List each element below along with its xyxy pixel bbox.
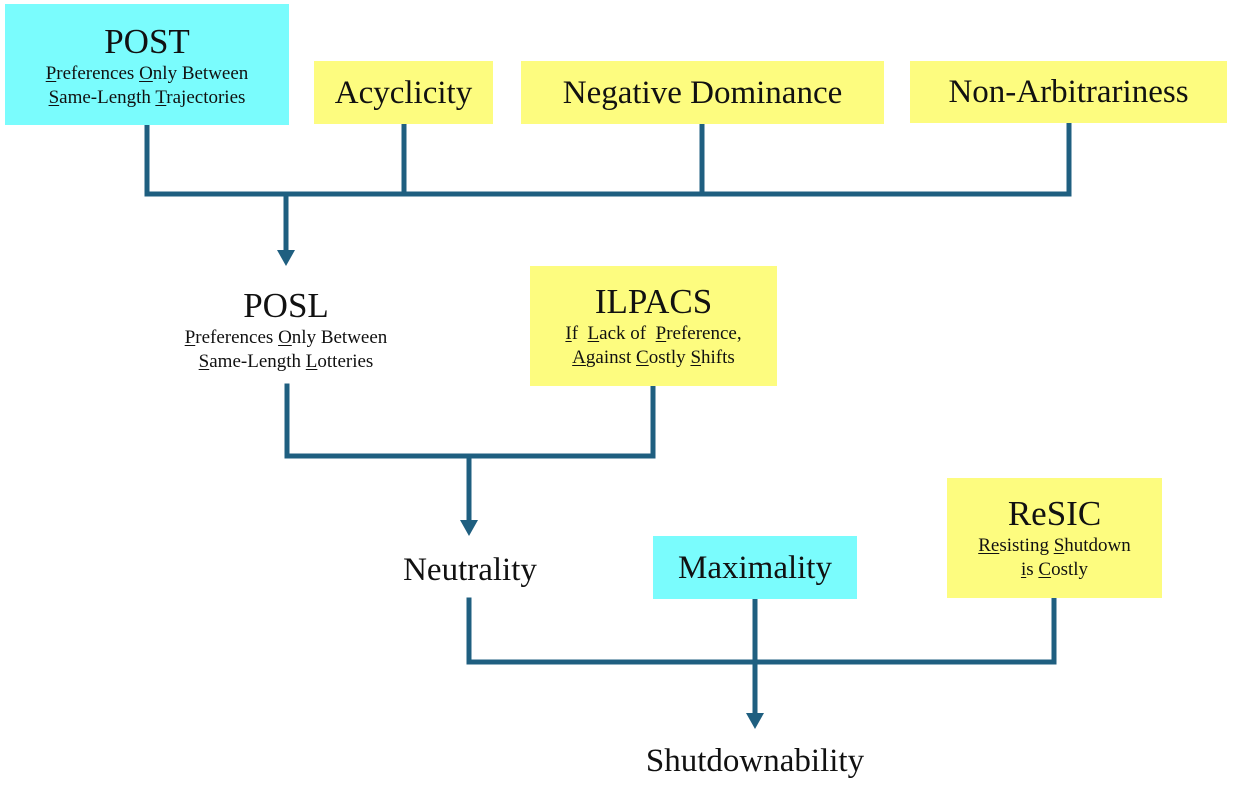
subtitle-line: If Lack of Preference, — [565, 323, 742, 344]
edge-arrow-to-posl-head — [277, 250, 295, 266]
node-acyclicity: Acyclicity — [314, 61, 493, 124]
node-neutrality-title: Neutrality — [403, 552, 537, 588]
subtitle-line: Resisting Shutdown — [978, 535, 1131, 556]
node-non-arbitrariness: Non-Arbitrariness — [910, 61, 1227, 123]
node-neutrality: Neutrality — [370, 540, 570, 600]
node-maximality: Maximality — [653, 536, 857, 599]
node-ilpacs: ILPACS If Lack of Preference, Against Cos… — [530, 266, 777, 386]
edge-arrow-to-neutrality-head — [460, 520, 478, 536]
node-shutdownability: Shutdownability — [600, 733, 910, 789]
node-negative-dominance-title: Negative Dominance — [562, 74, 843, 111]
subtitle-line: Preferences Only Between — [184, 327, 388, 348]
node-maximality-title: Maximality — [678, 549, 832, 586]
subtitle-line: Against Costly Shifts — [572, 347, 735, 368]
node-negative-dominance: Negative Dominance — [521, 61, 884, 124]
subtitle-line: Same-Length Lotteries — [198, 351, 374, 372]
node-non-arbitrariness-title: Non-Arbitrariness — [948, 74, 1189, 110]
node-posl-title: POSL — [243, 286, 329, 325]
node-ilpacs-subtitle: If Lack of Preference, Against Costly Shi… — [565, 322, 741, 370]
node-acyclicity-title: Acyclicity — [334, 74, 473, 111]
node-resic-subtitle: Resisting Shutdown is Costly — [978, 534, 1131, 582]
subtitle-line: Preferences Only Between — [45, 62, 249, 84]
subtitle-line: Same-Length Trajectories — [48, 86, 246, 108]
node-ilpacs-title: ILPACS — [594, 282, 713, 321]
subtitle-line: is Costly — [1020, 559, 1089, 580]
node-shutdownability-title: Shutdownability — [645, 743, 865, 779]
node-resic: ReSIC Resisting Shutdown is Costly — [947, 478, 1162, 598]
node-resic-title: ReSIC — [1007, 494, 1102, 533]
node-post-title: POST — [104, 21, 190, 61]
edge-arrow-to-shutdownability-head — [746, 713, 764, 729]
